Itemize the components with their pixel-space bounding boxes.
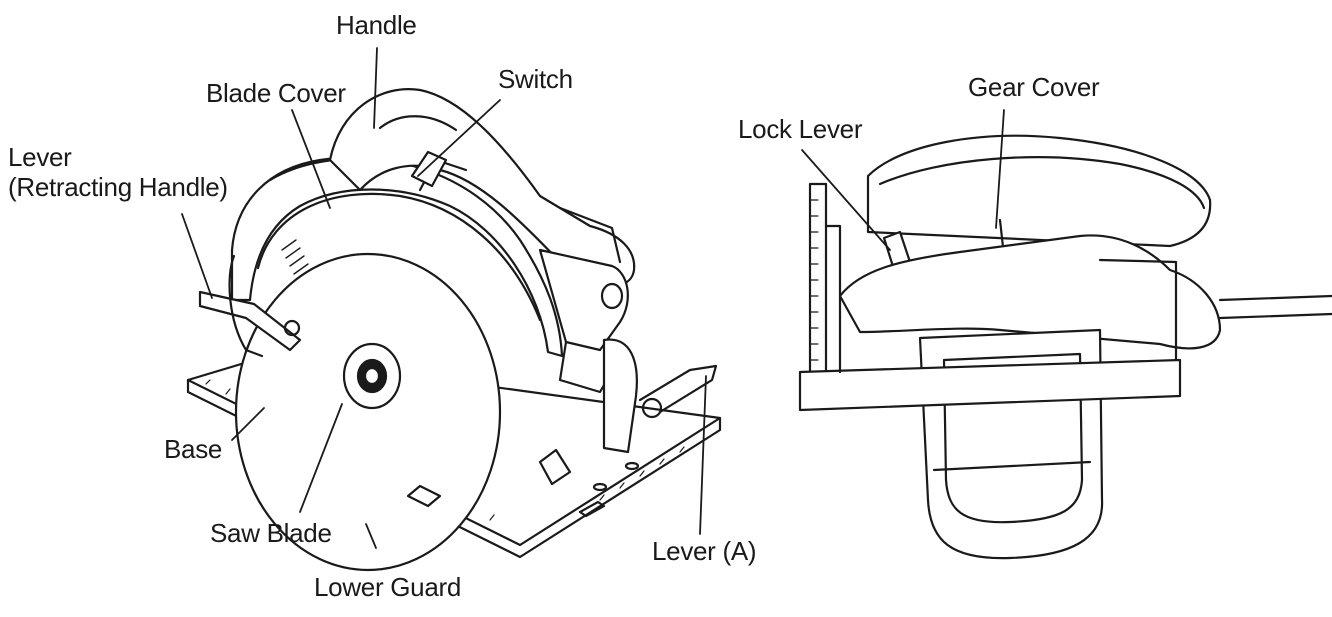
leader-retracting-lever: [181, 213, 213, 299]
depth-scale: [808, 182, 828, 374]
label-lock-lever: Lock Lever: [738, 114, 863, 144]
label-blade-cover: Blade Cover: [206, 78, 346, 108]
leader-switch: [417, 99, 501, 177]
label-lower-guard: Lower Guard: [314, 572, 461, 602]
leader-lever-a: [699, 375, 707, 535]
leader-handle: [373, 47, 378, 129]
switch: [410, 150, 448, 188]
leader-base: [231, 407, 265, 441]
label-switch: Switch: [498, 64, 573, 94]
label-gear-cover: Gear Cover: [968, 72, 1100, 102]
saw-rear-view: [798, 134, 1332, 560]
rear-base-plate: [798, 358, 1182, 412]
lever-a: [538, 338, 718, 486]
label-retracting-handle: (Retracting Handle): [8, 172, 228, 202]
label-lever-a: Lever (A): [652, 536, 757, 566]
label-handle: Handle: [336, 10, 417, 40]
callout-lines: [181, 47, 1005, 549]
leader-lower-guard: [365, 523, 377, 549]
leader-gear-cover: [995, 109, 1005, 229]
leader-blade-cover: [291, 109, 331, 209]
label-base: Base: [164, 434, 223, 464]
saw-side-view: [186, 88, 722, 572]
gear-cover: [866, 134, 1212, 248]
label-lever: Lever: [8, 142, 72, 172]
saw-blade: [234, 252, 502, 572]
leader-lock-lever: [801, 149, 891, 251]
leader-saw-blade: [299, 403, 343, 513]
retracting-handle-lever: [198, 290, 302, 352]
label-saw-blade: Saw Blade: [210, 518, 332, 548]
rear-handle: [838, 234, 1222, 350]
